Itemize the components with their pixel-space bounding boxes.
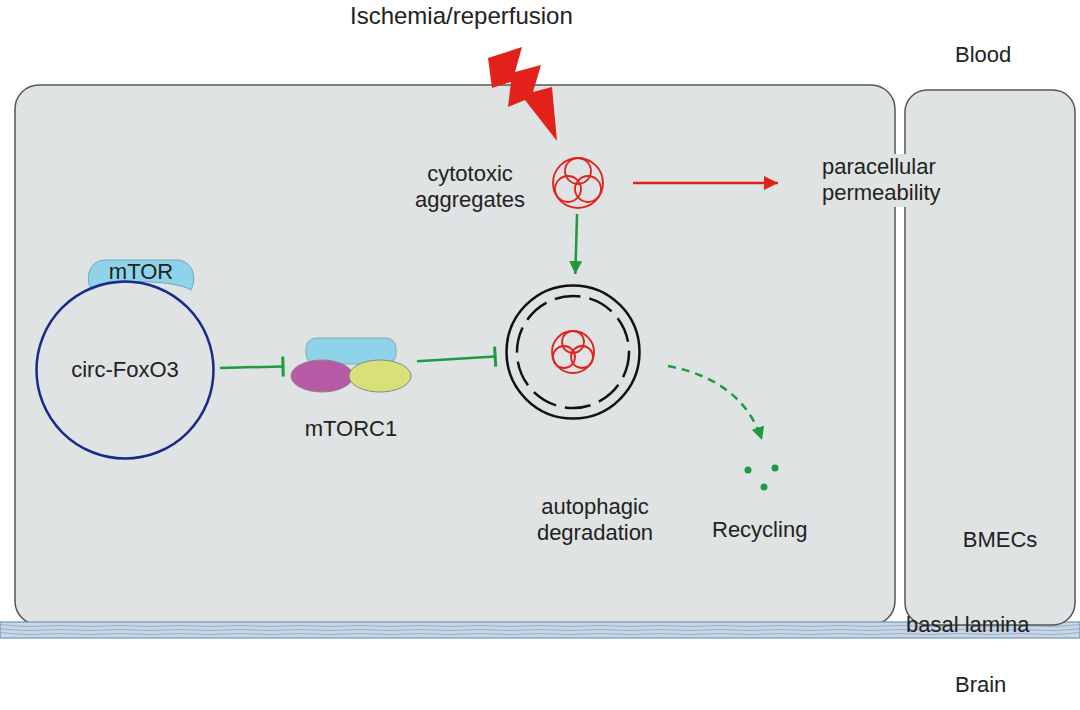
node-label: cytotoxic aggregates [400,161,540,214]
structure-label: basal lamina [906,612,1078,638]
protein-complex-outline [290,336,412,394]
endothelial-cell [15,85,895,625]
autophagosome: autophagic degradation [505,284,641,420]
induction-arrow [575,214,577,274]
inhibition-connector [417,357,495,362]
compartment-label: Blood [955,42,1055,68]
aggregate-icon-outline [550,155,606,209]
circrna-circle: circ-FoxO3 [35,280,215,460]
recycled-dot [745,467,752,474]
compartment-label: Brain [955,672,1055,698]
effect-label: paracellular permeability [820,154,996,207]
autophagosome-outline [505,284,641,420]
recycled-dot [761,484,768,491]
recycling-arrow [668,366,762,440]
node-label: BMECs [935,527,1065,553]
lightning-bolt [488,47,557,141]
node-label: circ-FoxO3 [35,280,215,460]
node-label: mTORC1 [271,416,431,442]
stimulus-label: Ischemia/reperfusion [350,2,640,31]
recycled-dot [772,465,779,472]
inhibition-connector [220,367,283,368]
process-label: Recycling [712,517,862,543]
aggregate-icon: cytotoxic aggregates [550,155,606,209]
permeability-arrow [633,182,778,185]
protein-complex: mTORC1 [290,336,412,394]
node-label: autophagic degradation [500,494,690,547]
mtor-protein: mTOR [85,257,197,293]
